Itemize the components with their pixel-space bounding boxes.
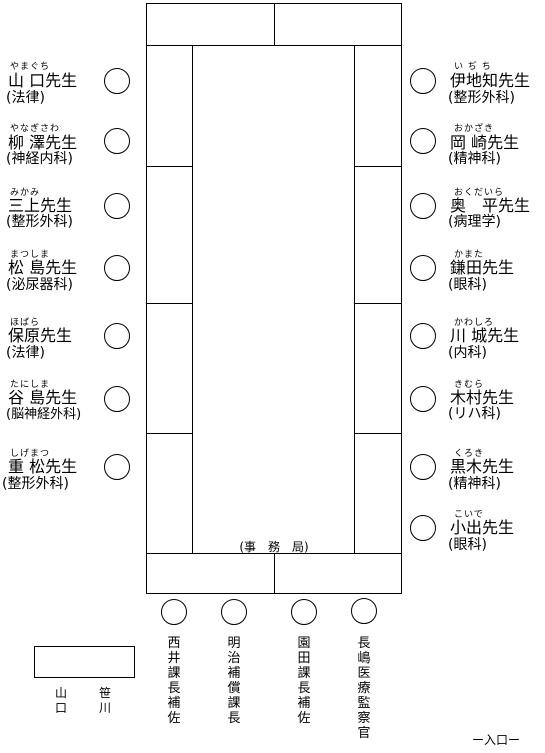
secretariat-label: (事 務 局) (239, 540, 309, 554)
seat-circle (410, 128, 436, 154)
attendee-ruby: みかみ (10, 188, 41, 198)
seat-circle (410, 515, 436, 541)
seat-circle (410, 68, 436, 94)
attendee-ruby: くろき (454, 449, 485, 459)
attendee-dept: (整形外科) (6, 214, 73, 230)
attendee-dept: (脳神経外科) (6, 407, 82, 422)
attendee-dept: (眼科) (448, 277, 487, 293)
attendee-dept: (泌尿器科) (6, 277, 73, 293)
attendee-dept: (整形外科) (2, 476, 69, 492)
attendee-dept: (整形外科) (448, 90, 515, 106)
seat-circle (410, 386, 436, 412)
table-right-3 (354, 303, 402, 434)
attendee-ruby: しげまつ (10, 449, 51, 459)
attendee-ruby: やまぐち (10, 62, 51, 72)
staff-title: 明治補償課長 (227, 636, 241, 726)
attendee-name: 木村先生 (450, 388, 515, 407)
attendee-dept: (リハ科) (448, 406, 501, 422)
attendee-name: 小出先生 (450, 518, 515, 537)
staff-title: 西井課長補佐 (167, 636, 181, 726)
table-top-left (146, 3, 275, 46)
table-bottom-left (146, 553, 275, 594)
seat-circle (104, 193, 130, 219)
attendee-ruby: まつしま (10, 250, 51, 260)
seat-circle (351, 598, 377, 624)
attendee-dept: (眼科) (448, 537, 487, 553)
table-left-2 (146, 166, 193, 304)
attendee-name: 柳 澤先生 (8, 133, 78, 152)
attendee-ruby: い ぢ ち (454, 62, 492, 72)
attendee-dept: (精神科) (448, 476, 501, 492)
attendee-name: 黒木先生 (450, 457, 515, 476)
seat-circle (410, 454, 436, 480)
attendee-dept: (法律) (6, 345, 45, 361)
attendee-name: 保原先生 (8, 326, 73, 345)
attendee-ruby: こいで (454, 510, 484, 520)
entrance-label: ー入口ー (472, 733, 521, 747)
attendee-ruby: おくだいら (454, 188, 505, 198)
staff-title: 長嶋医療監察官 (357, 636, 371, 741)
table-left-4 (146, 433, 193, 554)
seat-circle (161, 599, 187, 625)
seat-circle (104, 255, 130, 281)
seat-circle (410, 323, 436, 349)
seat-circle (291, 599, 317, 625)
table-right-4 (354, 433, 402, 554)
attendee-ruby: かまた (454, 250, 485, 260)
seat-circle (104, 128, 130, 154)
table-left-3 (146, 303, 193, 434)
seat-circle (221, 599, 247, 625)
seat-circle (104, 454, 130, 480)
seat-circle (410, 255, 436, 281)
attendee-name: 三上先生 (8, 196, 73, 215)
side-desk (34, 646, 135, 678)
attendee-name: 伊地知先生 (450, 71, 531, 90)
side-desk-name: 山口 (54, 686, 67, 715)
attendee-ruby: やなぎさわ (10, 124, 61, 134)
attendee-ruby: きむら (454, 380, 485, 390)
attendee-ruby: おかざき (454, 124, 495, 134)
attendee-name: 奥 平先生 (450, 196, 531, 215)
attendee-dept: (内科) (448, 345, 487, 361)
attendee-name: 川 城先生 (450, 326, 520, 345)
table-right-1 (354, 45, 402, 167)
table-left-1 (146, 45, 193, 167)
attendee-ruby: かわしろ (454, 318, 495, 328)
staff-title: 園田課長補佐 (297, 636, 311, 726)
attendee-name: 鎌田先生 (450, 258, 515, 277)
attendee-name: 松 島先生 (8, 258, 78, 277)
attendee-name: 山 口先生 (8, 71, 78, 90)
attendee-name: 谷 島先生 (8, 388, 78, 407)
seat-circle (410, 193, 436, 219)
table-top-right (274, 3, 402, 46)
attendee-name: 重 松先生 (8, 457, 78, 476)
attendee-dept: (法律) (6, 90, 45, 106)
attendee-dept: (精神科) (448, 151, 501, 167)
attendee-dept: (病理学) (448, 214, 501, 230)
table-bottom-right (274, 553, 402, 594)
table-right-2 (354, 166, 402, 304)
side-desk-name: 笹川 (98, 686, 111, 715)
seat-circle (104, 386, 130, 412)
attendee-dept: (神経内科) (6, 151, 73, 167)
attendee-name: 岡 崎先生 (450, 133, 520, 152)
seat-circle (104, 68, 130, 94)
seat-circle (104, 323, 130, 349)
attendee-ruby: ほばら (10, 318, 41, 328)
attendee-ruby: たにしま (10, 380, 51, 390)
